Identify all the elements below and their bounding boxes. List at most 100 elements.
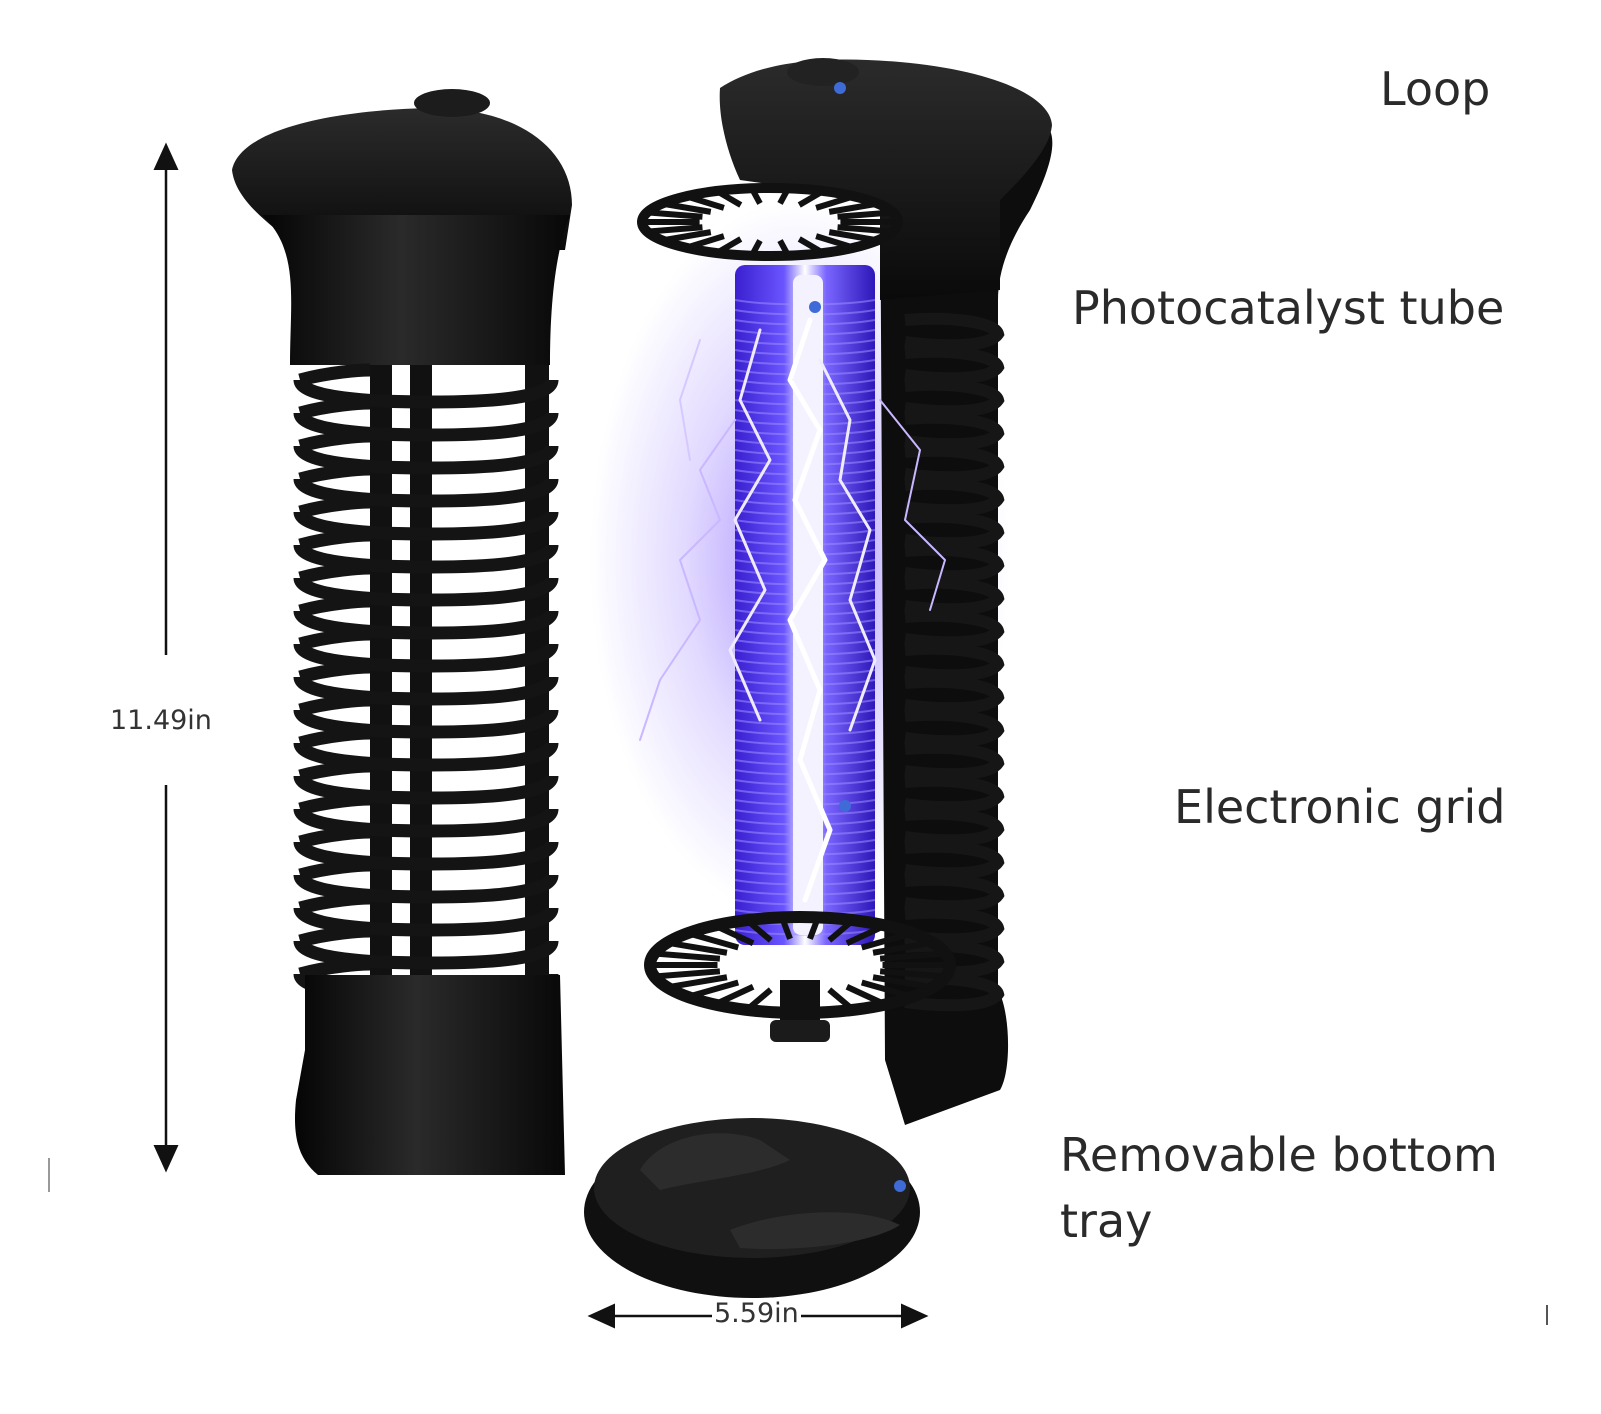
cage-ring	[293, 444, 559, 475]
electric-arc	[728, 328, 772, 722]
plate-spoke	[661, 200, 712, 215]
cage-ring	[904, 510, 1005, 550]
plate-spoke	[828, 200, 879, 215]
label-photocatalyst-tube: Photocatalyst tube	[1072, 281, 1505, 335]
housing-neck	[262, 215, 570, 365]
cage-ring	[298, 495, 371, 519]
assembly-head	[719, 59, 1052, 300]
cage-ring	[904, 807, 1005, 847]
cage-ring	[904, 675, 1005, 715]
leader-dot	[834, 82, 846, 94]
cage-ring	[904, 444, 1005, 484]
cage-ring	[293, 906, 559, 937]
plate-spoke	[845, 922, 887, 946]
cap-knob	[414, 89, 490, 117]
label-electronic-grid: Electronic grid	[1174, 780, 1506, 834]
plate-spoke	[815, 193, 855, 211]
cage-ring	[293, 543, 559, 574]
cage-ring	[298, 429, 371, 453]
cage-ring	[293, 939, 559, 970]
cage-ring	[904, 411, 1005, 451]
electric-arc	[787, 317, 833, 903]
plate-spoke	[845, 984, 887, 1008]
plate-spoke	[872, 974, 934, 991]
plate-spoke	[837, 224, 894, 235]
cage-ring	[293, 576, 559, 607]
plate-spoke	[879, 950, 946, 962]
cage-ring	[298, 891, 371, 915]
plate-spoke	[827, 987, 856, 1013]
plate-spoke	[807, 916, 821, 940]
plate-spoke	[872, 939, 934, 956]
cage-ring	[293, 609, 559, 640]
cage-ring	[298, 462, 371, 486]
cage-ring	[298, 726, 371, 750]
plate-spoke	[837, 209, 894, 220]
cage-ring	[293, 807, 559, 838]
loop-knob	[787, 58, 859, 86]
cage-ring	[293, 378, 559, 409]
plate-spoke	[713, 984, 755, 1008]
electric-arc	[818, 358, 877, 732]
cage-ring	[904, 609, 1005, 649]
cage-ring	[298, 792, 371, 816]
cage-ring	[298, 363, 371, 387]
plate-spoke	[797, 188, 825, 208]
tube-stem-cap	[770, 1020, 830, 1042]
plate-spoke	[686, 979, 740, 1000]
cage-ring	[293, 411, 559, 442]
tray-ridge	[730, 1212, 900, 1250]
plate-spoke	[646, 224, 703, 235]
cage-ring	[298, 396, 371, 420]
plate-spoke	[654, 968, 721, 980]
outer-housing	[232, 89, 572, 1175]
plate-spoke	[685, 233, 725, 251]
leader-dot	[809, 301, 821, 313]
cage-ring	[298, 594, 371, 618]
cage-ring	[904, 708, 1005, 748]
cage-ring	[293, 774, 559, 805]
plate-spoke	[685, 193, 725, 211]
inner-assembly	[590, 58, 1053, 1125]
label-tray-line2: tray	[1060, 1194, 1153, 1248]
plate-spoke	[654, 950, 721, 962]
plate-spoke	[860, 930, 914, 951]
plate-spoke	[828, 229, 879, 244]
plate-spoke	[686, 930, 740, 951]
leader-dot	[839, 800, 851, 812]
cage-ring	[293, 477, 559, 508]
width-dimension-label: 5.59in	[712, 1298, 801, 1329]
plate-spoke	[666, 939, 728, 956]
cage-ring	[904, 312, 1005, 352]
plate-spoke	[744, 987, 773, 1013]
plate-spoke	[646, 209, 703, 220]
plate-spoke	[777, 239, 791, 258]
plate-spoke	[815, 233, 855, 251]
cage-ring	[298, 957, 371, 981]
cage-ring	[904, 642, 1005, 682]
cage-ring	[298, 924, 371, 948]
plate-spoke	[666, 974, 728, 991]
cage-ring	[293, 675, 559, 706]
cage-ring	[293, 642, 559, 673]
cage-ring	[298, 693, 371, 717]
cage-ring	[293, 840, 559, 871]
plate-spoke	[713, 922, 755, 946]
cage-ring	[293, 873, 559, 904]
removable-tray	[584, 1118, 920, 1298]
plate-spoke	[749, 186, 763, 205]
plate-spoke	[879, 968, 946, 980]
cage-ring	[293, 741, 559, 772]
cage-ring	[904, 477, 1005, 517]
cage-ring	[298, 858, 371, 882]
label-tray-line1: Removable bottom	[1060, 1128, 1498, 1182]
plate-spoke	[661, 229, 712, 244]
leader-dot	[894, 1180, 906, 1192]
cage-ring	[904, 378, 1005, 418]
cage-ring	[904, 543, 1005, 583]
cage-ring	[298, 528, 371, 552]
cage-ring	[293, 510, 559, 541]
electric-arc	[879, 399, 946, 611]
